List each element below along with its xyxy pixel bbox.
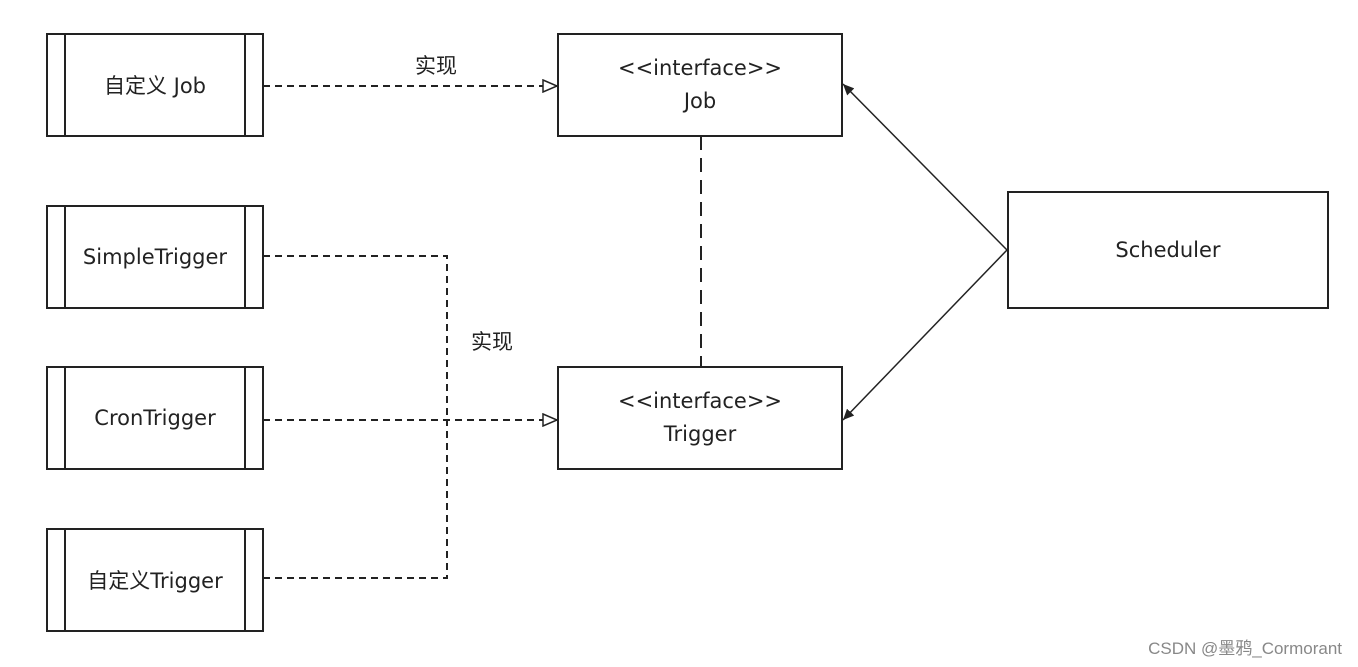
custom-trigger-label: 自定义Trigger — [87, 569, 223, 593]
job-implementation-label: 实现 — [415, 54, 457, 78]
simple-trigger-class: SimpleTrigger — [46, 205, 264, 309]
trigger-interface-name: Trigger — [663, 422, 737, 446]
job-interface-name: Job — [683, 89, 717, 113]
scheduler-to-trigger-edge — [842, 249, 1008, 421]
simple-trigger-label: SimpleTrigger — [82, 245, 228, 269]
trigger-interface-stereotype: <<interface>> — [617, 389, 783, 413]
watermark: CSDN @墨鸦_Cormorant — [1148, 639, 1342, 658]
trigger-implementation-label: 实现 — [471, 330, 513, 354]
trigger-interface: <<interface>> Trigger — [557, 366, 843, 470]
simple-trigger-edge — [263, 255, 448, 420]
custom-trigger-class: 自定义Trigger — [46, 528, 264, 632]
scheduler-to-job-edge — [842, 83, 1008, 251]
custom-job-label: 自定义 Job — [103, 74, 207, 98]
cron-trigger-label: CronTrigger — [94, 406, 216, 430]
cron-trigger-class: CronTrigger — [46, 366, 264, 470]
job-interface-stereotype: <<interface>> — [617, 56, 783, 80]
custom-job-class: 自定义 Job — [46, 33, 264, 137]
scheduler-box: Scheduler — [1007, 191, 1329, 309]
custom-trigger-edge — [263, 420, 448, 579]
job-interface: <<interface>> Job — [557, 33, 843, 137]
scheduler-label: Scheduler — [1115, 238, 1221, 262]
